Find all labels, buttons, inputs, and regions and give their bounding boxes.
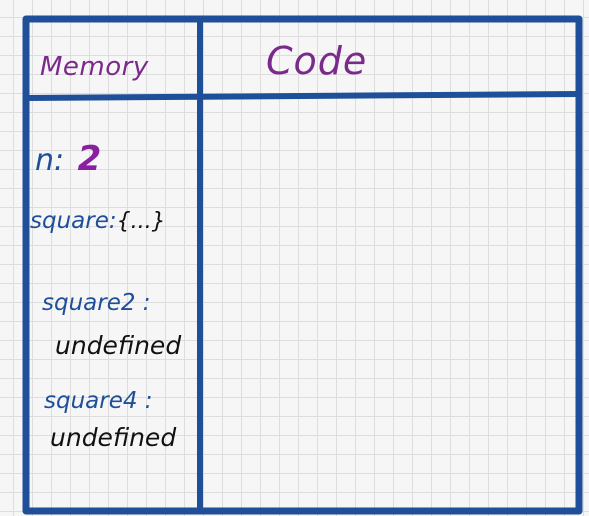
variable-value-n: 2 bbox=[77, 139, 102, 179]
variable-name-square: square: bbox=[30, 208, 117, 234]
variable-name-square4: square4 : bbox=[44, 388, 153, 414]
code-column-header: Code bbox=[266, 39, 368, 83]
header-divider bbox=[23, 91, 582, 101]
table-border bbox=[22, 15, 583, 515]
memory-entry-n: n: 2 bbox=[35, 142, 101, 176]
memory-entry-square: square:{...} bbox=[30, 210, 166, 233]
variable-value-square4: undefined bbox=[50, 423, 177, 452]
variable-name-n: n: bbox=[35, 143, 65, 178]
variable-value-square: {...} bbox=[116, 209, 166, 234]
memory-column-header: Memory bbox=[40, 52, 149, 82]
variable-name-square2: square2 : bbox=[42, 290, 151, 316]
variable-value-square2: undefined bbox=[55, 331, 182, 360]
